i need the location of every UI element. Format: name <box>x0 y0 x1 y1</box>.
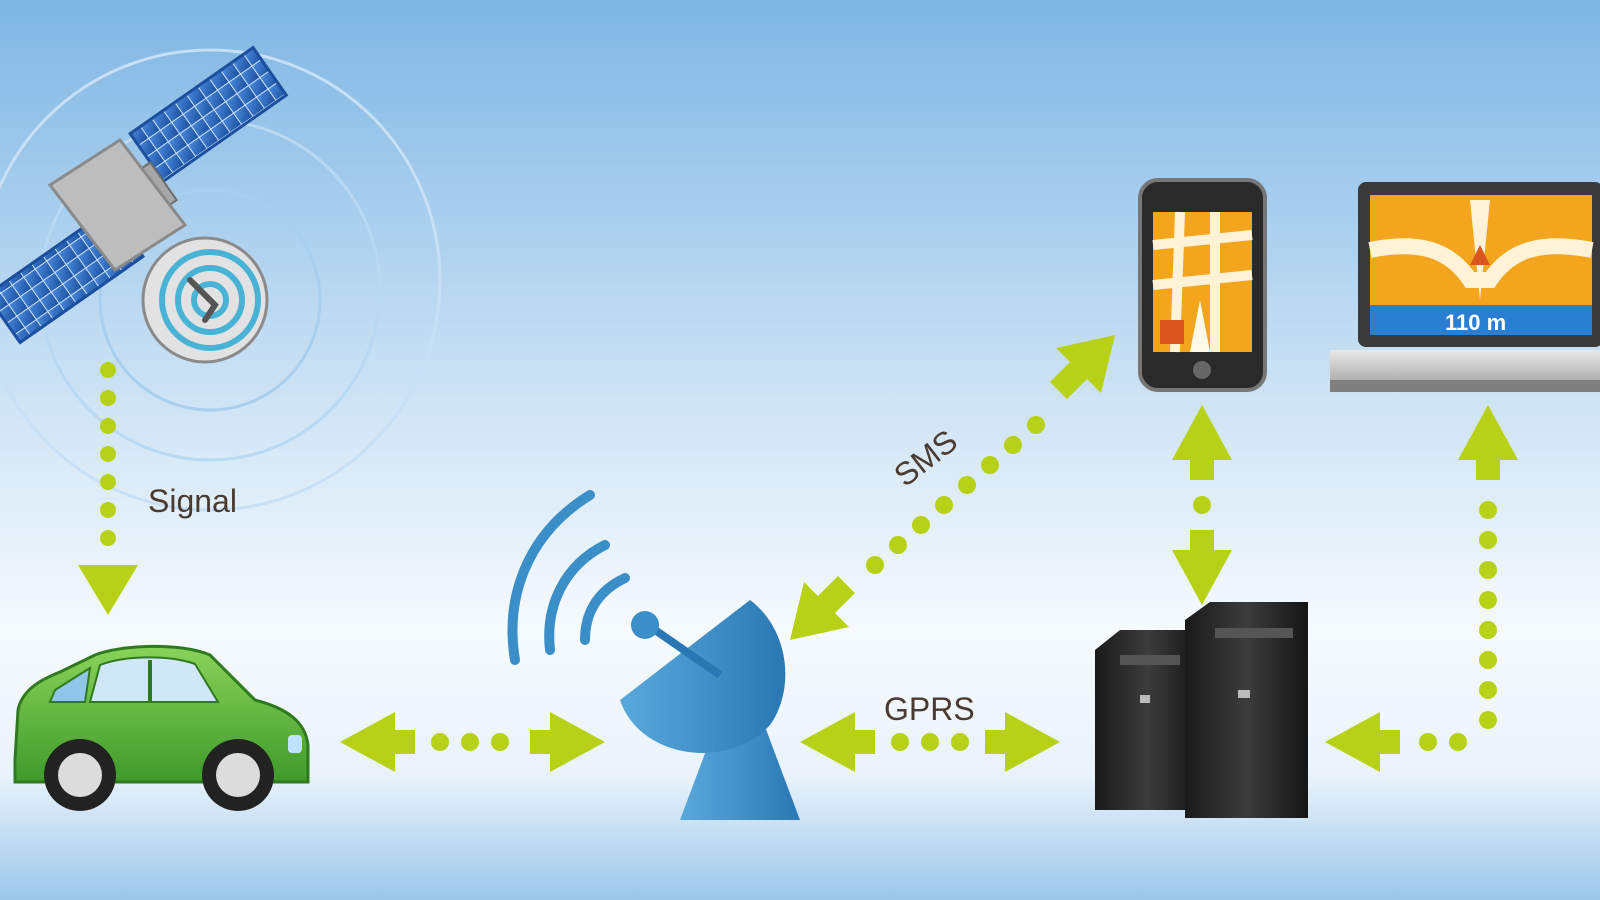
car-icon <box>13 644 310 811</box>
car-tower-link <box>340 712 605 772</box>
arrow-right-icon <box>530 712 605 772</box>
laptop-distance-label: 110 m <box>1445 310 1506 335</box>
antenna-tower-icon <box>507 490 800 820</box>
phone-server-link <box>1172 405 1232 605</box>
signal-label: Signal <box>148 483 237 519</box>
satellite-icon <box>0 45 442 512</box>
sms-arrow-down-left-icon <box>790 576 855 640</box>
server-icon <box>1095 602 1308 818</box>
gprs-link <box>800 712 1060 772</box>
arrow-left-icon <box>340 712 415 772</box>
gprs-label: GPRS <box>884 691 975 727</box>
signal-arrow-down-icon <box>78 565 138 615</box>
sms-link <box>790 335 1115 640</box>
sms-arrow-up-right-icon <box>1050 335 1115 399</box>
smartphone-icon <box>1138 178 1267 392</box>
gprs-arrow-right-icon <box>985 712 1060 772</box>
signal-link <box>78 362 138 615</box>
laptop-arrow-up-icon <box>1458 405 1518 480</box>
laptop-server-link <box>1325 405 1518 772</box>
arrow-down-icon <box>1172 530 1232 605</box>
server-arrow-left-icon <box>1325 712 1400 772</box>
gprs-arrow-left-icon <box>800 712 875 772</box>
arrow-up-icon <box>1172 405 1232 480</box>
laptop-icon: 110 m <box>1330 182 1600 392</box>
